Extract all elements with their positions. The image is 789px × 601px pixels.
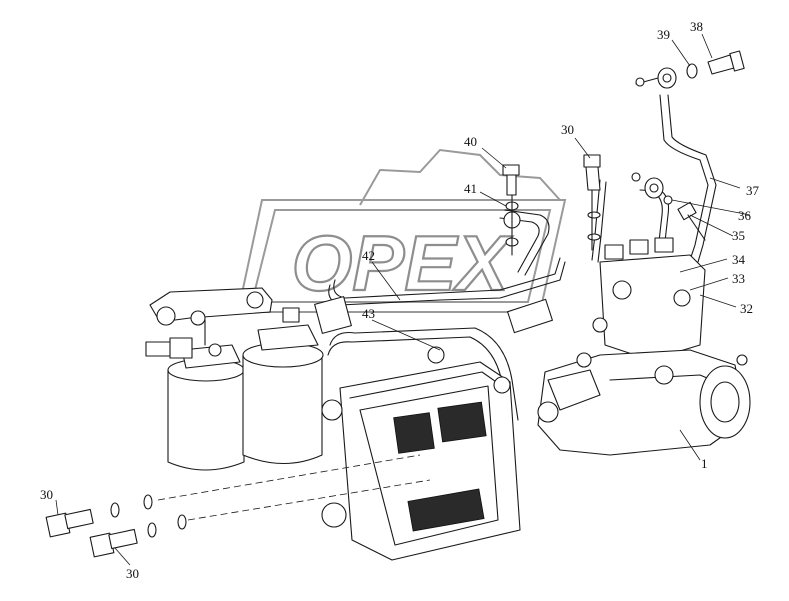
callout-labels: 38 39 30 40 41 37 36 35 42 34 33 32 43 1… [40, 19, 760, 581]
banjo-bolts-lower [45, 454, 431, 558]
callout-38: 38 [690, 19, 703, 34]
callout-39: 39 [657, 27, 670, 42]
callout-41: 41 [464, 181, 477, 196]
callout-42: 42 [362, 248, 375, 263]
banjo-bolt-40 [502, 164, 521, 256]
callout-1: 1 [701, 456, 708, 471]
leader-lines [55, 33, 751, 566]
callout-35: 35 [732, 228, 745, 243]
callout-37: 37 [746, 183, 760, 198]
callout-30-upper: 30 [561, 122, 574, 137]
callout-33: 33 [732, 271, 745, 286]
banjo-fitting-upper [635, 50, 745, 89]
callout-34: 34 [732, 252, 746, 267]
callout-36: 36 [738, 208, 752, 223]
opex-watermark: OPEX [236, 148, 567, 313]
banjo-bolt-30-upper [583, 154, 601, 251]
ecu-module [321, 346, 521, 561]
banjo-fitting-side [631, 172, 706, 241]
callout-32: 32 [740, 301, 753, 316]
watermark-text: OPEX [292, 219, 513, 307]
injection-pump [537, 237, 751, 456]
fuel-filter-assembly [145, 287, 324, 471]
callout-40: 40 [464, 134, 477, 149]
callout-43: 43 [362, 306, 375, 321]
callout-30-lower-bottom: 30 [126, 566, 139, 581]
callout-30-lower-left: 30 [40, 487, 53, 502]
